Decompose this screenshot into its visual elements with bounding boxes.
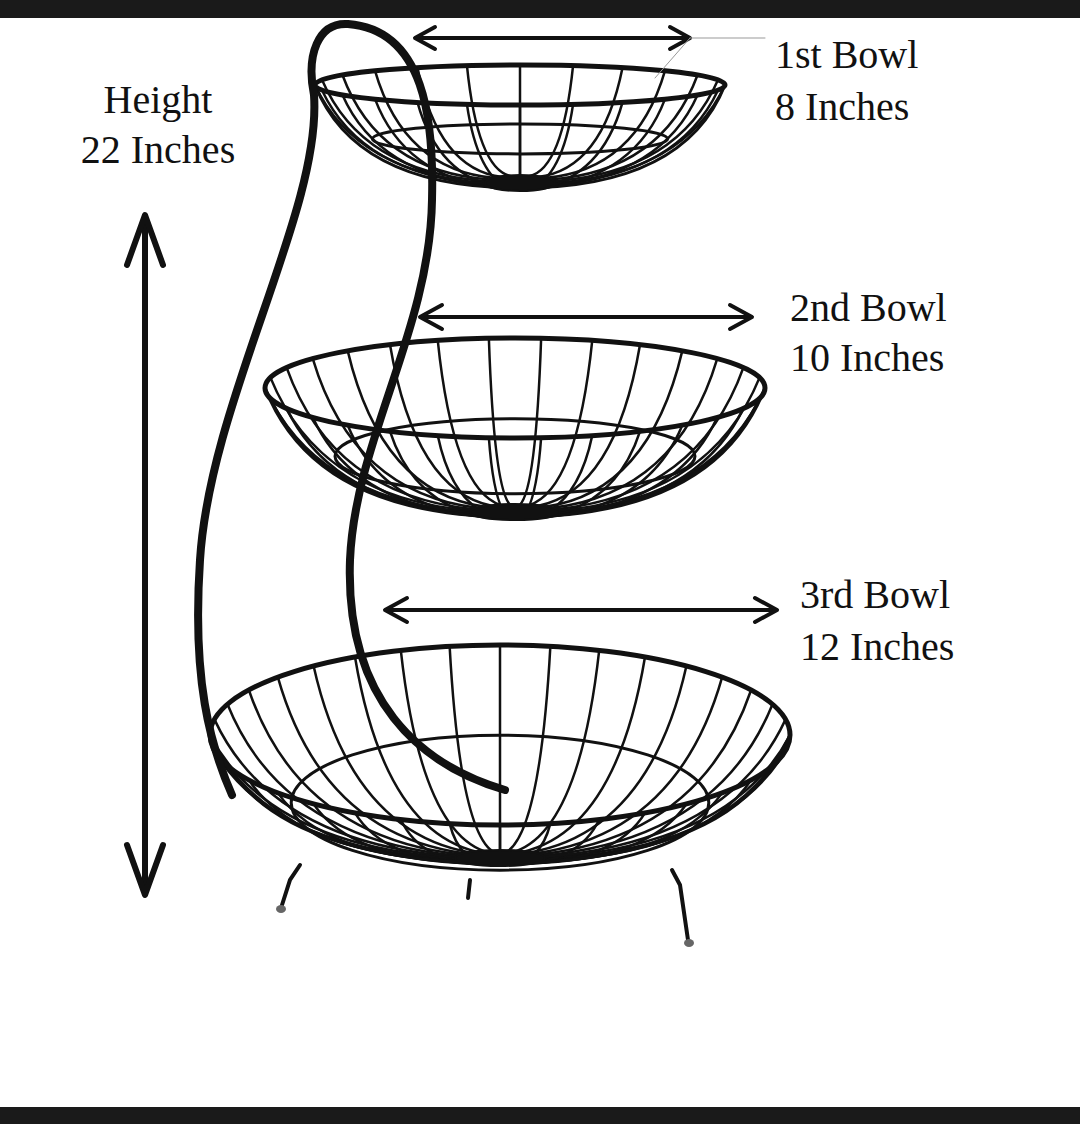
dimension-name: 2nd Bowl — [790, 285, 947, 331]
bowl-rib — [519, 65, 522, 176]
dimension-value: 12 Inches — [800, 624, 954, 670]
arrow-head — [127, 215, 163, 265]
leg-feet — [276, 905, 694, 947]
bowl-rim — [210, 645, 790, 825]
bowl-rib — [520, 338, 541, 505]
bowl3-dimension — [387, 608, 775, 612]
bowl-rib — [489, 338, 510, 505]
arrow-head — [127, 845, 163, 895]
bowl-rib — [227, 704, 457, 855]
wire-bowl — [210, 645, 790, 870]
dimension-value: 8 Inches — [775, 84, 909, 130]
foot — [276, 905, 286, 913]
dimension-value: 10 Inches — [790, 335, 944, 381]
bowl-rib — [499, 645, 502, 851]
stand-rod — [198, 24, 505, 795]
bowl2-dimension — [422, 315, 750, 319]
arrow-head — [385, 598, 407, 622]
stand-legs — [282, 865, 688, 940]
bowl-rim — [265, 338, 765, 438]
bowl-rib — [529, 66, 573, 177]
arrow-head — [670, 27, 690, 49]
leg — [282, 865, 300, 905]
bowl-rib — [538, 68, 623, 177]
leg — [468, 880, 470, 898]
bottom-bar — [0, 1107, 1080, 1124]
bowl-base — [485, 175, 555, 191]
bowl1-dimension — [417, 36, 688, 40]
wire-bowl — [315, 65, 725, 191]
bowl-rib — [508, 646, 551, 851]
bowl-rim — [315, 65, 725, 105]
bowl-ring — [372, 124, 667, 154]
bowl-outline — [265, 388, 765, 517]
bowl-base — [455, 850, 545, 866]
dimension-value: 22 Inches — [81, 127, 235, 173]
dimension-name: 1st Bowl — [775, 32, 918, 78]
bowl-ring — [291, 735, 709, 870]
dimension-name: Height — [104, 77, 213, 123]
height-arrow — [142, 218, 148, 892]
top-bar — [0, 0, 1080, 18]
bowl-rib — [450, 646, 493, 851]
leader-line — [690, 38, 765, 39]
bowl-rib — [438, 340, 501, 505]
leg — [672, 870, 688, 940]
arrow-head — [730, 305, 752, 329]
dimension-name: 3rd Bowl — [800, 572, 950, 618]
bowl-base — [470, 504, 560, 520]
leader-line — [655, 38, 690, 78]
arrow-head — [420, 305, 442, 329]
wire-bowl — [265, 338, 765, 520]
arrow-head — [415, 27, 435, 49]
bowl-rib — [539, 690, 751, 855]
arrow-head — [755, 598, 777, 622]
bowl-rib — [467, 66, 511, 177]
foot — [684, 939, 694, 947]
